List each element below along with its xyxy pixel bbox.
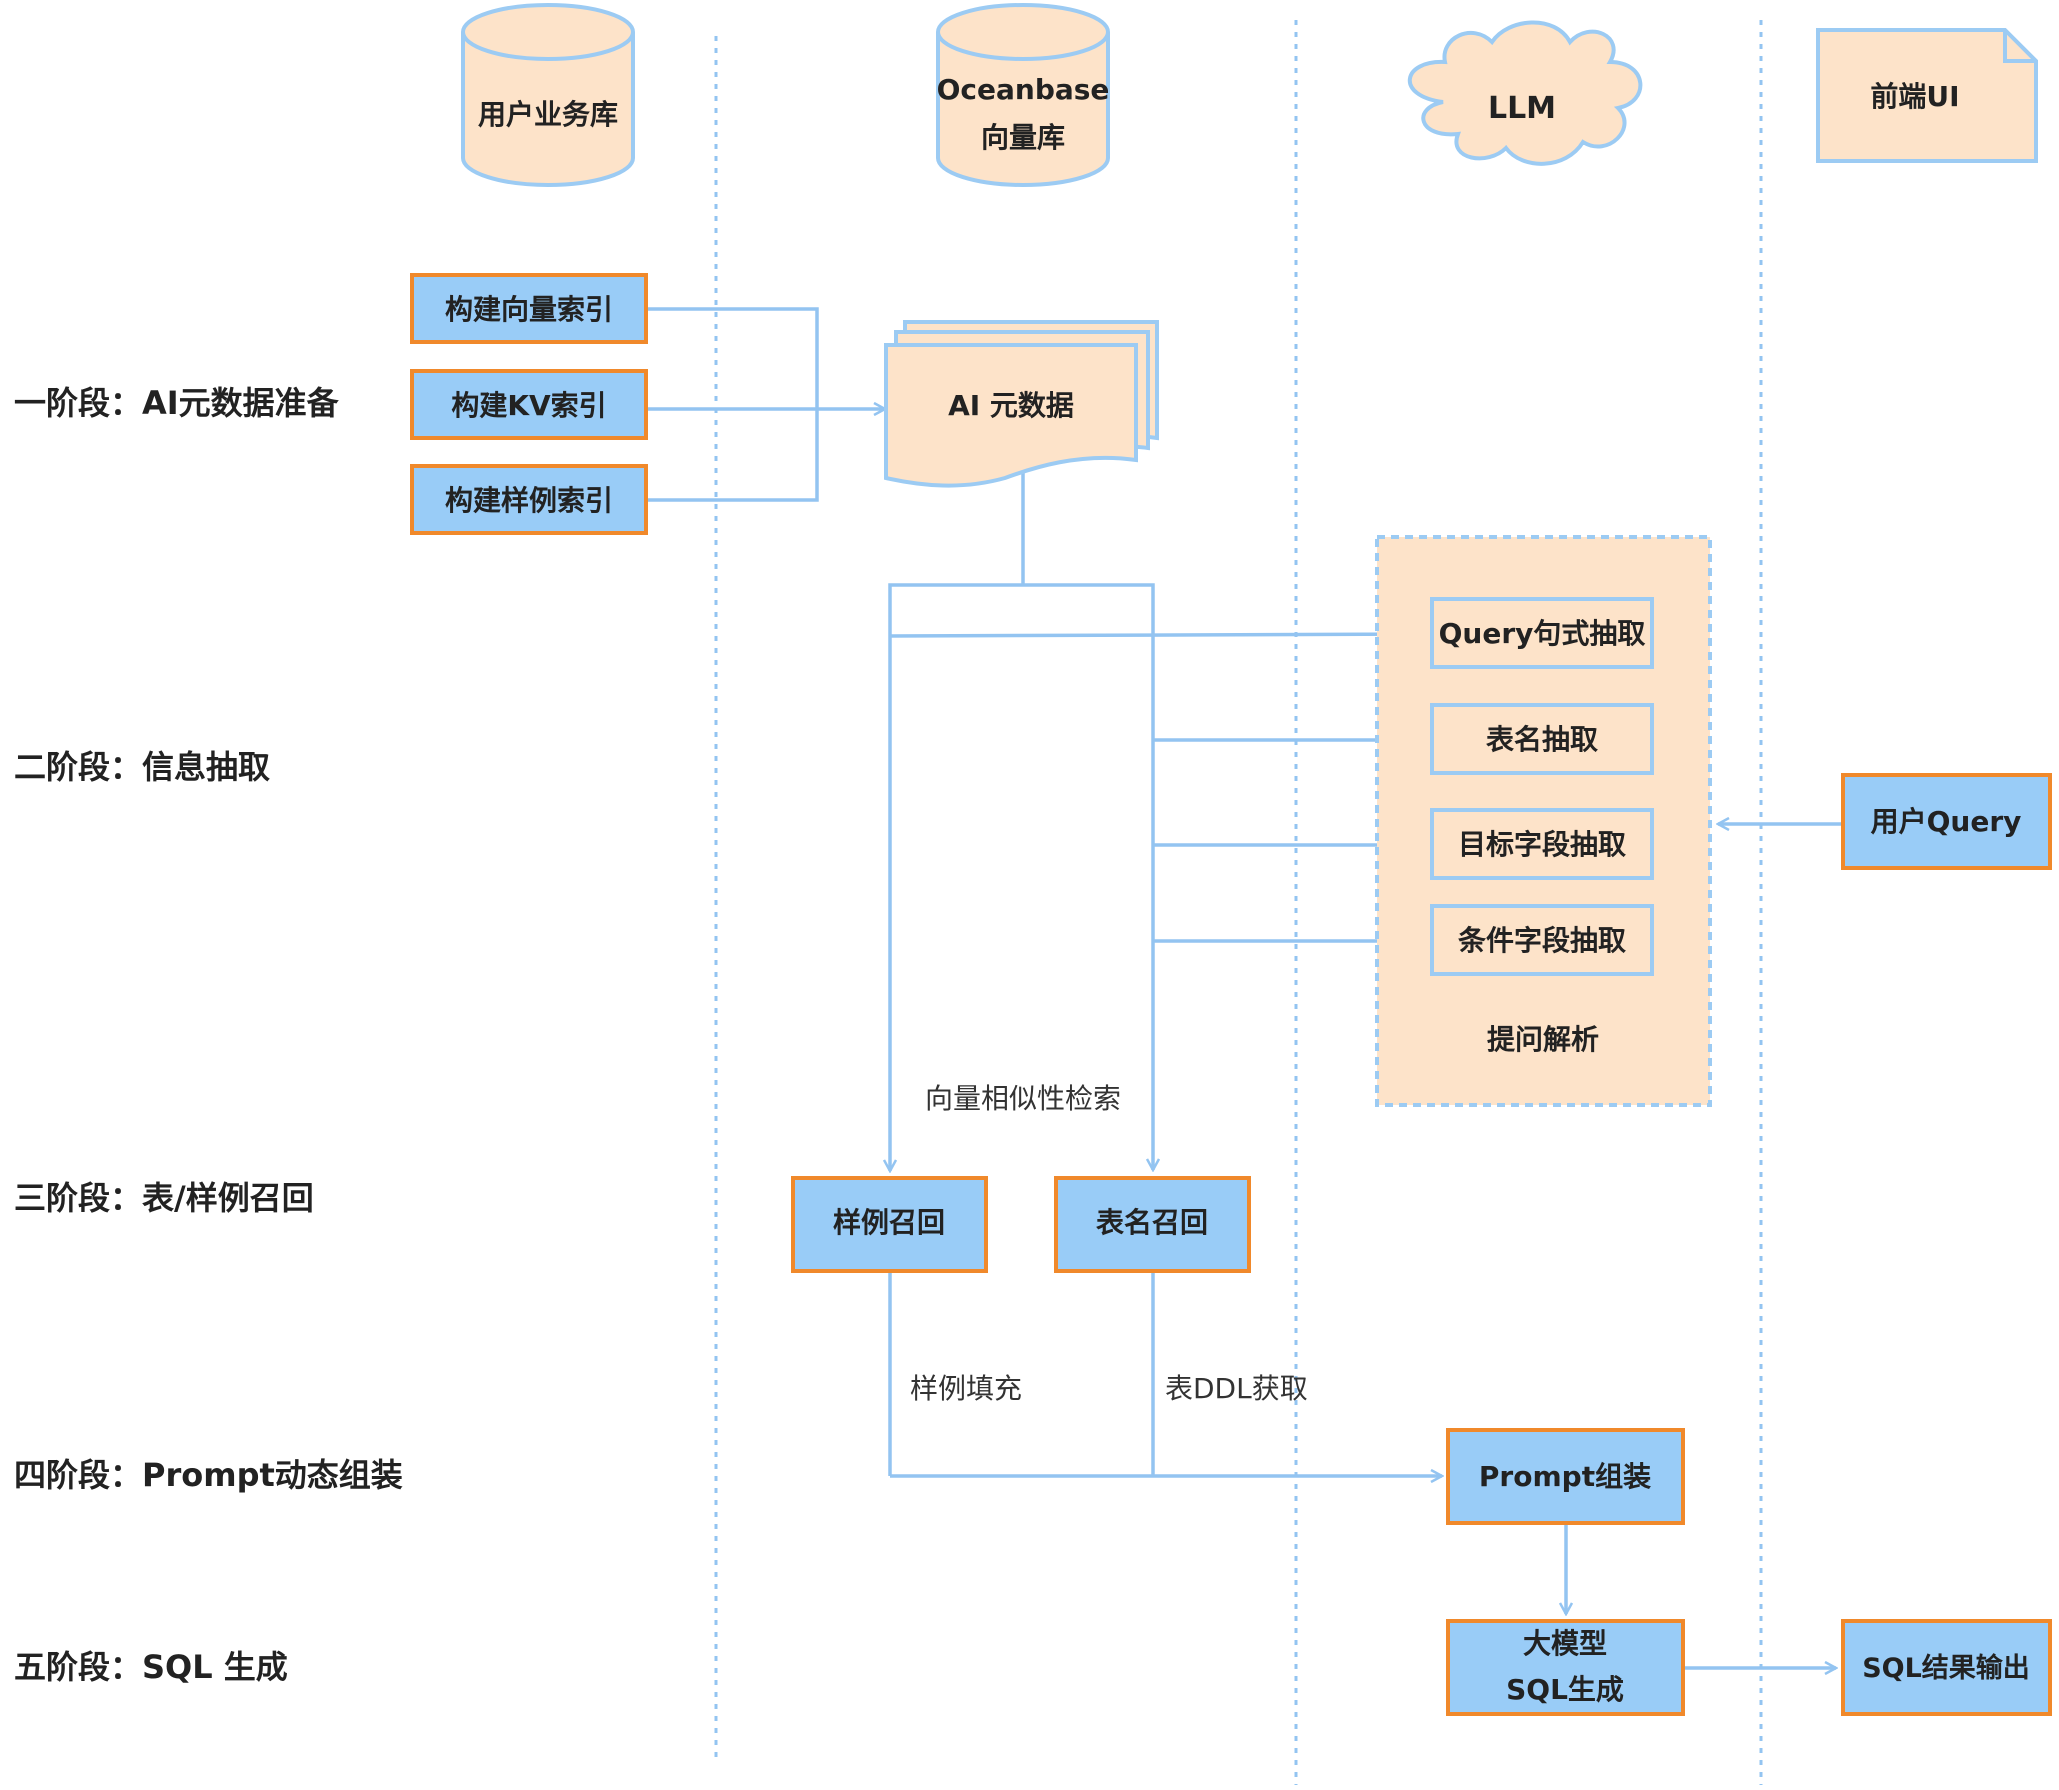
stage-1-label: 一阶段：AI元数据准备 — [14, 384, 340, 422]
llm-sql-line1-label: 大模型 — [1523, 1627, 1607, 1660]
condition-field-extract-label: 条件字段抽取 — [1458, 924, 1626, 957]
vector-search-label: 向量相似性检索 — [925, 1082, 1121, 1115]
build-sample-index-box: 构建样例索引 — [410, 464, 648, 535]
oceanbase-cylinder: Oceanbase 向量库 — [936, 3, 1110, 187]
user-db-cylinder: 用户业务库 — [461, 3, 635, 187]
oceanbase-label: Oceanbase — [937, 73, 1110, 106]
prompt-assembly-box: Prompt组装 — [1446, 1428, 1685, 1525]
sample-fill-label: 样例填充 — [910, 1372, 1022, 1405]
prompt-assembly-label: Prompt组装 — [1479, 1460, 1651, 1493]
question-parse-label: 提问解析 — [1487, 1023, 1599, 1056]
llm-sql-generation-box: 大模型 SQL生成 — [1446, 1619, 1685, 1716]
llm-label: LLM — [1488, 91, 1556, 126]
stage-4-label: 四阶段：Prompt动态组装 — [14, 1456, 403, 1494]
retrieval-split-connector — [888, 583, 1153, 1170]
target-field-extract-box: 目标字段抽取 — [1430, 808, 1654, 880]
frontend-ui-label: 前端UI — [1870, 80, 1959, 113]
user-db-label: 用户业务库 — [478, 98, 618, 131]
llm-sql-line2-label: SQL生成 — [1506, 1673, 1624, 1706]
target-field-extract-label: 目标字段抽取 — [1458, 828, 1626, 861]
stage-2-label: 二阶段：信息抽取 — [14, 748, 270, 786]
stage-3-label: 三阶段：表/样例召回 — [14, 1179, 314, 1217]
user-query-label: 用户Query — [1871, 805, 2022, 838]
sample-recall-label: 样例召回 — [833, 1206, 945, 1239]
build-sample-index-label: 构建样例索引 — [445, 484, 613, 517]
build-kv-index-box: 构建KV索引 — [410, 369, 648, 440]
stage-5-label: 五阶段：SQL 生成 — [14, 1648, 288, 1686]
table-recall-box: 表名召回 — [1054, 1176, 1251, 1273]
ai-metadata-documents: AI 元数据 — [884, 320, 1159, 488]
query-pattern-label: Query句式抽取 — [1439, 617, 1646, 650]
frontend-ui-document: 前端UI — [1816, 28, 2038, 163]
vector-db-label: 向量库 — [981, 121, 1065, 154]
table-ddl-label: 表DDL获取 — [1165, 1372, 1308, 1405]
index-merge-connector — [646, 307, 819, 502]
build-kv-index-label: 构建KV索引 — [451, 389, 606, 422]
query-pattern-connector — [889, 632, 1433, 638]
condition-field-extract-box: 条件字段抽取 — [1430, 904, 1654, 976]
table-recall-label: 表名召回 — [1096, 1206, 1208, 1239]
user-query-box: 用户Query — [1841, 773, 2052, 870]
sample-recall-box: 样例召回 — [791, 1176, 988, 1273]
table-name-extract-label: 表名抽取 — [1486, 723, 1598, 756]
query-pattern-box: Query句式抽取 — [1430, 597, 1654, 669]
build-vector-index-box: 构建向量索引 — [410, 273, 648, 344]
llm-cloud: LLM — [1407, 20, 1643, 166]
table-name-extract-box: 表名抽取 — [1430, 703, 1654, 775]
sql-output-label: SQL结果输出 — [1862, 1652, 2030, 1684]
build-vector-index-label: 构建向量索引 — [445, 293, 613, 326]
sql-output-box: SQL结果输出 — [1841, 1619, 2052, 1716]
ai-metadata-label: AI 元数据 — [948, 389, 1074, 422]
